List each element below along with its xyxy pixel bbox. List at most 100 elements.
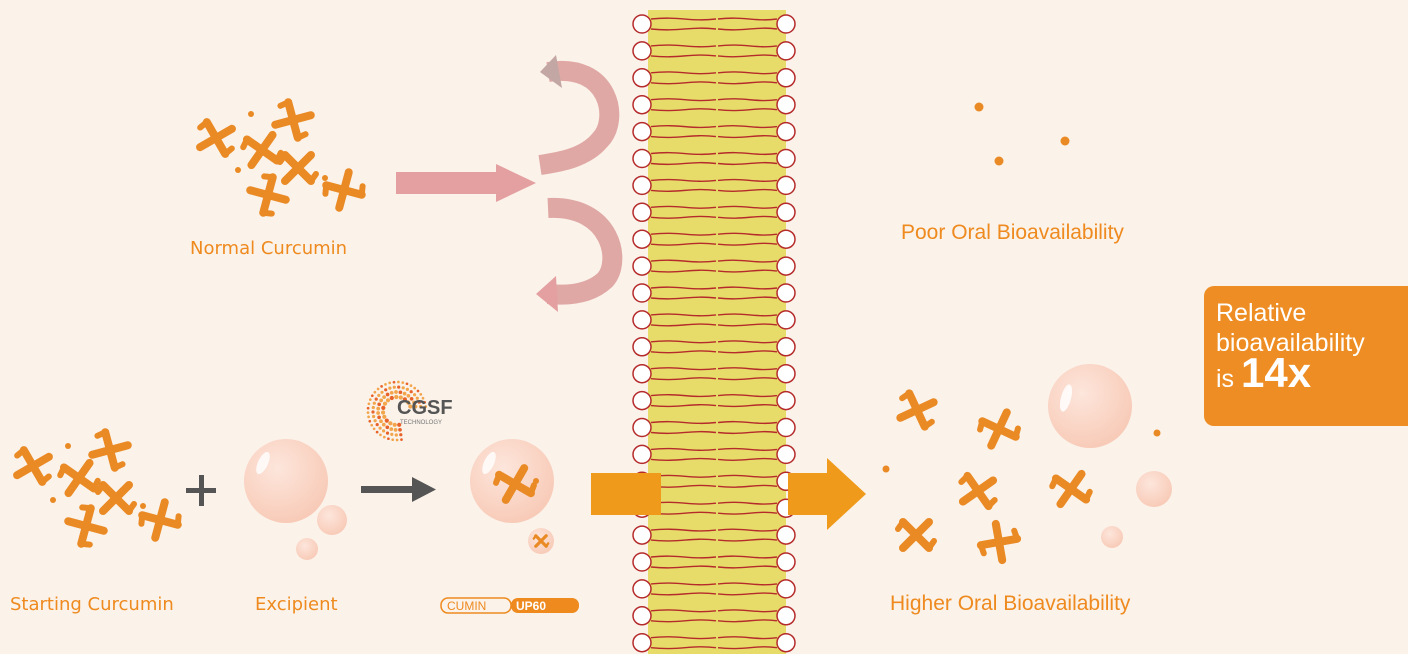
cell-membrane [633,10,795,654]
cgsf-logo-subtext: TECHNOLOGY [400,420,442,426]
cgsf-dot [388,421,392,425]
cgsf-dot [379,399,383,403]
cgsf-dot [381,410,385,414]
poor-bioavailability-label: Poor Oral Bioavailability [901,221,1124,245]
cgsf-dot [370,424,373,427]
cgsf-dot [399,433,402,436]
cgsf-dot [388,382,391,385]
cgsf-dot [386,432,389,435]
cgsf-dot [372,406,375,409]
poor-bioavailability-dots [975,103,1070,166]
badge-line3: is 14x [1216,358,1408,394]
cgsf-dot [376,423,379,426]
lipid-head [777,526,795,544]
lipid-head [633,634,651,652]
lipid-head [777,607,795,625]
lipid-head [633,150,651,168]
cuminup60-logo-part1: CUMIN [447,599,486,613]
lipid-head [777,203,795,221]
cgsf-dot [380,385,383,388]
cuminup60-logo-part2: UP60 [516,599,546,613]
encapsulated-curcumin [470,439,554,554]
cgsf-dot [385,419,389,423]
cgsf-dot [369,398,372,401]
cgsf-dot [395,433,398,436]
cgsf-dot [410,384,413,387]
lipid-head [777,338,795,356]
cgsf-dot [376,411,380,415]
lipid-head [633,123,651,141]
lipid-head [777,150,795,168]
process-arrow [361,477,436,502]
cgsf-dot [368,402,371,405]
lipid-head [777,230,795,248]
rebound-arrow-bottom [536,208,612,312]
badge-line1: Relative [1216,298,1408,328]
lipid-head [633,176,651,194]
lipid-head [777,176,795,194]
badge-value: 14x [1241,349,1311,396]
lipid-head [777,392,795,410]
cgsf-dot [399,390,403,394]
cgsf-dot [379,427,382,430]
cgsf-dot [377,388,380,391]
cgsf-logo-text: CGSF [397,397,453,419]
cgsf-dot [377,415,381,419]
cgsf-dot [385,425,389,429]
lipid-head [633,257,651,275]
cgsf-dot [374,419,377,422]
lipid-head [633,607,651,625]
bioavailability-badge: Relative bioavailability is 14x [1204,286,1408,426]
cgsf-dot [394,390,398,394]
cgsf-dot [377,402,381,406]
cgsf-dot [371,410,374,413]
lipid-head [633,284,651,302]
lipid-head [777,69,795,87]
lipid-head [633,311,651,329]
cgsf-dot [382,423,386,427]
cgsf-dot [402,386,405,389]
cgsf-dot [380,391,383,394]
cgsf-dot [398,428,402,432]
excipient-bubbles [244,439,347,560]
cgsf-technology-logo: CGSF TECHNOLOGY [362,376,472,446]
cgsf-dot [367,407,370,410]
lipid-head [633,526,651,544]
lipid-head [633,392,651,410]
starting-curcumin-cluster [12,430,182,548]
cgsf-dot [403,392,407,396]
lipid-head [777,580,795,598]
cgsf-dot [401,381,404,384]
cgsf-dot [373,402,376,405]
cgsf-dot [374,391,377,394]
cgsf-dot [413,387,416,390]
cgsf-dot [406,382,409,385]
lipid-head [633,445,651,463]
cgsf-dot [389,427,393,431]
cgsf-dot [390,396,394,400]
cgsf-dot [406,388,409,391]
cgsf-dot [386,393,390,397]
lipid-head [777,553,795,571]
pink-arrow-right [396,164,536,202]
higher-bioavailability-molecules [883,364,1173,564]
lipid-head [777,365,795,383]
cgsf-dot [417,390,420,393]
cgsf-dot [379,419,383,423]
lipid-head [633,553,651,571]
cgsf-dot [384,383,387,386]
rebound-arrow-top [540,55,609,165]
cgsf-dot [372,415,375,418]
cgsf-dot [382,429,385,432]
badge-prefix: is [1216,365,1234,393]
lipid-head [777,15,795,33]
lipid-head [777,311,795,329]
cgsf-dot [410,390,413,393]
cgsf-dot [379,434,382,437]
cgsf-dot [382,395,386,399]
cgsf-dot [383,436,386,439]
cgsf-dot [377,394,380,397]
cgsf-dot [394,428,398,432]
lipid-head [633,15,651,33]
